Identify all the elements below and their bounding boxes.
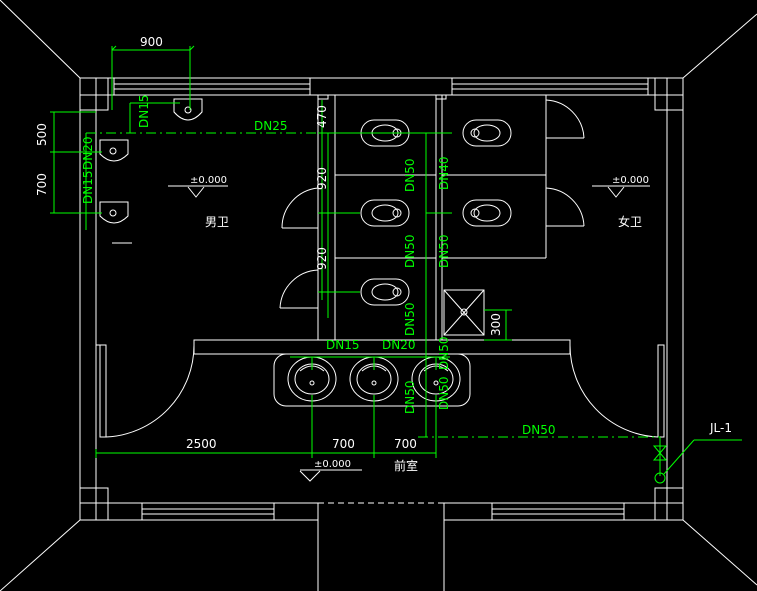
elevation-men: ±0.000: [190, 175, 227, 186]
dim-500: 500: [35, 123, 49, 146]
dim-900: 900: [140, 35, 163, 49]
pipe-dn15-top: DN15: [137, 95, 151, 129]
pipe-dn20-left: DN20: [81, 137, 95, 171]
pipe-dn15-left: DN15: [81, 171, 95, 205]
shower-tray: [443, 289, 485, 336]
urinals: [99, 98, 203, 244]
dimension-lines: [50, 45, 512, 458]
elevation-markers: [168, 185, 650, 482]
room-label-men: 男卫: [205, 215, 229, 229]
pipe-dn50-d: DN50: [403, 303, 417, 337]
dim-700-left: 700: [35, 173, 49, 196]
top-windows: [113, 77, 649, 96]
bottom-windows: [141, 502, 625, 521]
pipe-dn50-c: DN50: [437, 235, 451, 269]
pipe-dn50-f: DN50: [403, 381, 417, 415]
room-label-women: 女卫: [618, 214, 642, 229]
partitions: [317, 94, 547, 340]
pipe-dn20-sink: DN20: [382, 338, 416, 352]
pipe-dn25: DN25: [254, 119, 288, 133]
men-door: [96, 344, 195, 438]
main-entrance: [317, 500, 445, 591]
pipe-dn50-bottom: DN50: [522, 423, 556, 437]
dim-700-b: 700: [394, 437, 417, 451]
pipe-dn50-e: DN50: [437, 337, 451, 371]
dim-920-a: 920: [315, 167, 329, 190]
dim-300: 300: [489, 313, 503, 336]
elevation-women: ±0.000: [612, 175, 649, 186]
elevation-front: ±0.000: [314, 459, 351, 470]
outer-walls: [79, 77, 684, 521]
plumbing-lines: [85, 102, 742, 484]
pipe-dn15-sink: DN15: [326, 338, 360, 352]
room-label-front: 前室: [394, 458, 418, 473]
stall-doors: [279, 99, 585, 309]
dim-700-a: 700: [332, 437, 355, 451]
dim-920-b: 920: [315, 247, 329, 270]
women-door: [569, 344, 665, 438]
pipe-dn40: DN40: [437, 157, 451, 191]
riser-label: JL-1: [709, 421, 732, 435]
pipe-dn50-g: DN50: [437, 377, 451, 411]
dim-2500: 2500: [186, 437, 217, 451]
pipe-dn50-b: DN50: [403, 235, 417, 269]
pipe-dn50-a: DN50: [403, 159, 417, 193]
dim-470: 470: [315, 105, 329, 128]
